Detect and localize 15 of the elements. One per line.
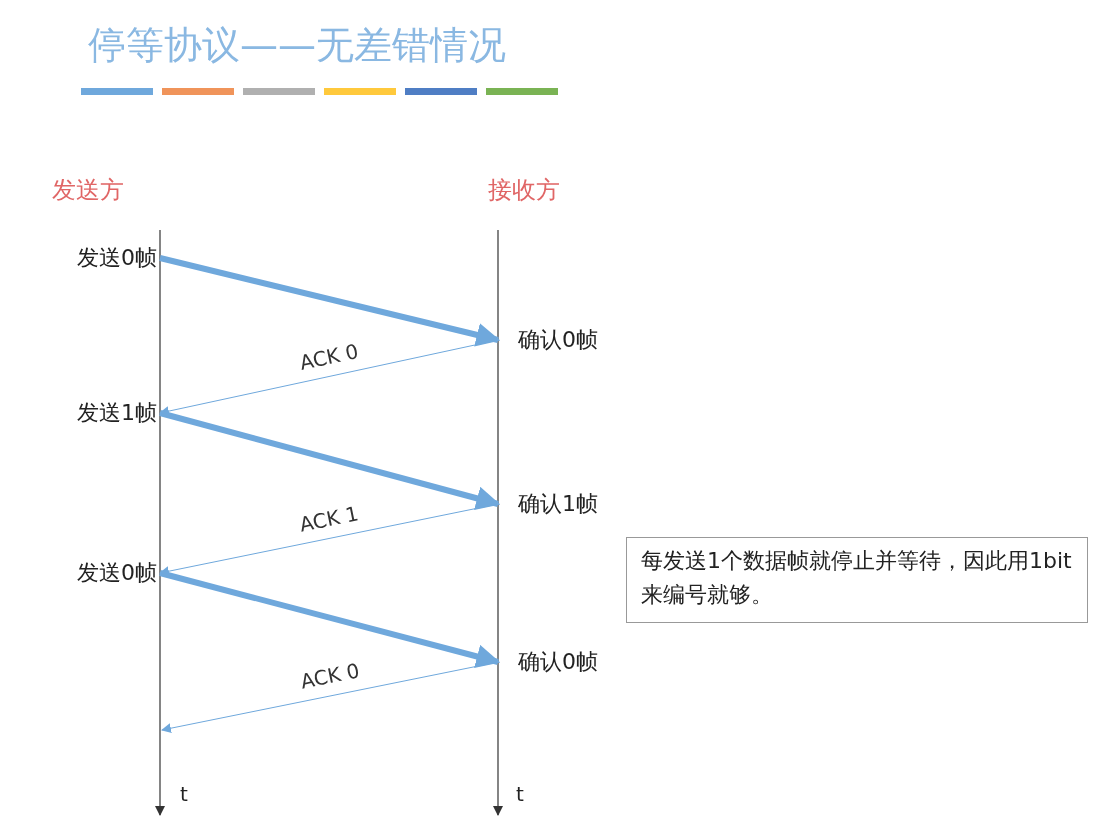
- note-box: 每发送1个数据帧就停止并等待，因此用1bit来编号就够。: [626, 537, 1088, 623]
- axis-label: t: [516, 782, 524, 806]
- title: 停等协议——无差错情况: [88, 22, 506, 69]
- party-heading: 接收方: [488, 175, 560, 206]
- arrow: [159, 570, 501, 669]
- event-label: 确认1帧: [498, 490, 633, 518]
- event-label: 发送0帧: [40, 244, 160, 272]
- event-label: 发送0帧: [40, 559, 160, 587]
- event-label: 确认0帧: [498, 648, 633, 676]
- event-label: 确认0帧: [498, 326, 633, 354]
- party-heading: 发送方: [52, 175, 124, 206]
- event-label: 发送1帧: [40, 399, 160, 427]
- arrow: [159, 255, 501, 347]
- arrow: [159, 410, 501, 510]
- axis-label: t: [180, 782, 188, 806]
